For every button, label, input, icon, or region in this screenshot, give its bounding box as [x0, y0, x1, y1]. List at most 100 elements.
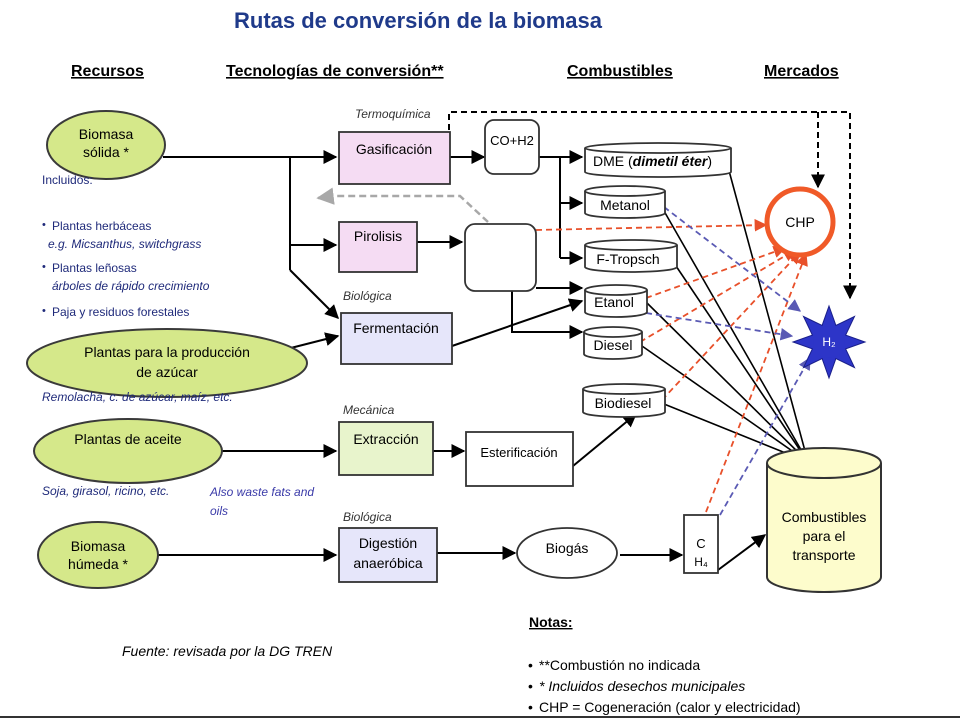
bullet-icon: • [528, 699, 533, 715]
tech-pirolisis: Pirolisis [338, 221, 418, 273]
resource-label: húmeda * [68, 556, 128, 572]
market-label: para el [803, 528, 846, 544]
note-soja: Soja, girasol, ricino, etc. [42, 484, 169, 498]
diagram-title: Rutas de conversión de la biomasa [234, 8, 603, 33]
resource-plantas-aceite: Plantas de aceite [33, 418, 223, 484]
note-waste-fats: Also waste fats and [209, 485, 314, 499]
arrow-diesel-to-chp [639, 249, 797, 343]
intermediate-biogas: Biogás [516, 527, 618, 579]
resource-notes: Incluidos: • Plantas herbáceas e.g. Mics… [42, 173, 314, 518]
arrow-metanol-to-transport [663, 210, 809, 463]
fuel-label: DME (dimetil éter) [593, 153, 712, 169]
category-termoquimica: Termoquímica [355, 107, 431, 121]
tech-label: Extracción [353, 431, 418, 447]
market-label: Combustibles [782, 509, 867, 525]
note-incluidos: Incluidos: [42, 173, 93, 187]
intermediate-pyrolysis-product [464, 223, 537, 292]
resource-plantas-azucar: Plantas para la producción de azúcar [26, 328, 308, 398]
arrow-pyrolysis-to-gasification [316, 187, 489, 223]
resource-label: sólida * [83, 144, 129, 160]
notes-title: Notas: [529, 614, 573, 630]
tech-gasificacion: Gasificación [338, 131, 451, 185]
note-lenosas-detail: árboles de rápido crecimiento [52, 279, 210, 293]
note-remolacha: Remolacha, c. de azúcar, maíz, etc. [42, 390, 233, 404]
fuel-label: F-Tropsch [596, 251, 659, 267]
arrow-dme-to-transport [727, 166, 811, 464]
fuel-dme: DME (dimetil éter) [584, 142, 732, 178]
fuel-metanol: Metanol [584, 185, 666, 219]
intermediate-syngas: CO+H2 [484, 119, 540, 175]
tech-label: C [696, 536, 705, 551]
arrow-etanol-to-chp [645, 245, 787, 299]
tech-extraccion: Extracción [338, 421, 434, 476]
fuel-label: Diesel [594, 337, 633, 353]
bullet-icon: • [42, 219, 46, 231]
fuel-etanol: Etanol [584, 284, 648, 318]
category-biologica: Biológica [343, 510, 392, 524]
arrow-solid-to-fermentation [289, 269, 339, 319]
h2-star-icon [791, 304, 867, 380]
tech-label: Esterificación [480, 445, 557, 460]
resource-biomasa-humeda: Biomasa húmeda * [37, 521, 159, 589]
header-combustibles: Combustibles [567, 63, 673, 80]
tech-label: CO+H2 [490, 133, 534, 148]
category-mecanica: Mecánica [343, 403, 395, 417]
arrow-diesel-to-transport [641, 345, 809, 463]
arrow-ftropsch-to-transport [675, 265, 809, 463]
arrow-fermentation-to-etanol [451, 298, 584, 347]
resource-label: Plantas para la producción [84, 344, 250, 360]
arrow-metanol-to-h2 [663, 206, 802, 312]
market-h2: H₂ [791, 304, 867, 380]
tech-digestion: Digestión anaeróbica [338, 527, 438, 583]
note-herbaceas-eg: e.g. Micsanthus, switchgrass [48, 237, 201, 251]
market-transport: Combustibles para el transporte [766, 447, 882, 593]
fuel-biodiesel: Biodiesel [582, 383, 666, 418]
fuel-label: Metanol [600, 197, 650, 213]
fuel-label: Etanol [594, 294, 634, 310]
arrow-esterification-to-biodiesel [572, 413, 638, 467]
note-waste-oils: oils [210, 504, 228, 518]
arrow-syngas-to-h2 [448, 111, 857, 300]
arrow-etanol-to-transport [645, 301, 809, 463]
resource-label: Biomasa [71, 538, 126, 554]
market-label: H₂ [822, 335, 836, 349]
tech-fermentacion: Fermentación [340, 312, 453, 365]
notes-block: Notas: • **Combustión no indicada • * In… [528, 614, 801, 715]
note-chp: CHP = Cogeneración (calor y electricidad… [539, 699, 801, 715]
fuel-ftropsch: F-Tropsch [584, 239, 678, 273]
fuel-diesel: Diesel [583, 326, 643, 360]
market-label: CHP [785, 214, 815, 230]
arrow-ch4-to-h2 [719, 356, 811, 516]
arrow-intermediate-to-diesel [511, 291, 584, 339]
bullet-icon: • [42, 305, 46, 317]
arrow-ch4-to-chp [705, 252, 808, 513]
note-paja: Paja y residuos forestales [52, 305, 189, 319]
category-biologica: Biológica [343, 289, 392, 303]
source-note: Fuente: revisada por la DG TREN [122, 643, 333, 659]
tech-esterificacion: Esterificación [465, 431, 574, 487]
arrow-intermediate-to-chp [535, 218, 768, 232]
bullet-icon: • [528, 678, 533, 694]
bullet-icon: • [42, 261, 46, 273]
note-combustion: **Combustión no indicada [539, 657, 700, 673]
tech-label: Biogás [546, 540, 589, 556]
tech-label: Pirolisis [354, 228, 402, 244]
arrow-etanol-to-h2 [645, 312, 794, 341]
tech-label: Fermentación [353, 320, 439, 336]
note-lenosas: Plantas leñosas [52, 261, 137, 275]
resource-label: Plantas de aceite [74, 431, 182, 447]
resource-label: de azúcar [136, 364, 198, 380]
market-label: transporte [792, 547, 855, 563]
fuel-label: Biodiesel [595, 395, 652, 411]
resource-biomasa-solida: Biomasa sólida * [46, 110, 166, 180]
category-labels: Termoquímica Biológica Mecánica Biológic… [343, 107, 431, 524]
bullet-icon: • [528, 657, 533, 673]
note-herbaceas: Plantas herbáceas [52, 219, 151, 233]
header-recursos: Recursos [71, 63, 144, 80]
header-tecnologias: Tecnologías de conversión** [226, 63, 444, 80]
market-chp: CHP [764, 186, 836, 258]
intermediate-ch4: C H₄ [683, 514, 719, 574]
resource-label: Biomasa [79, 126, 134, 142]
